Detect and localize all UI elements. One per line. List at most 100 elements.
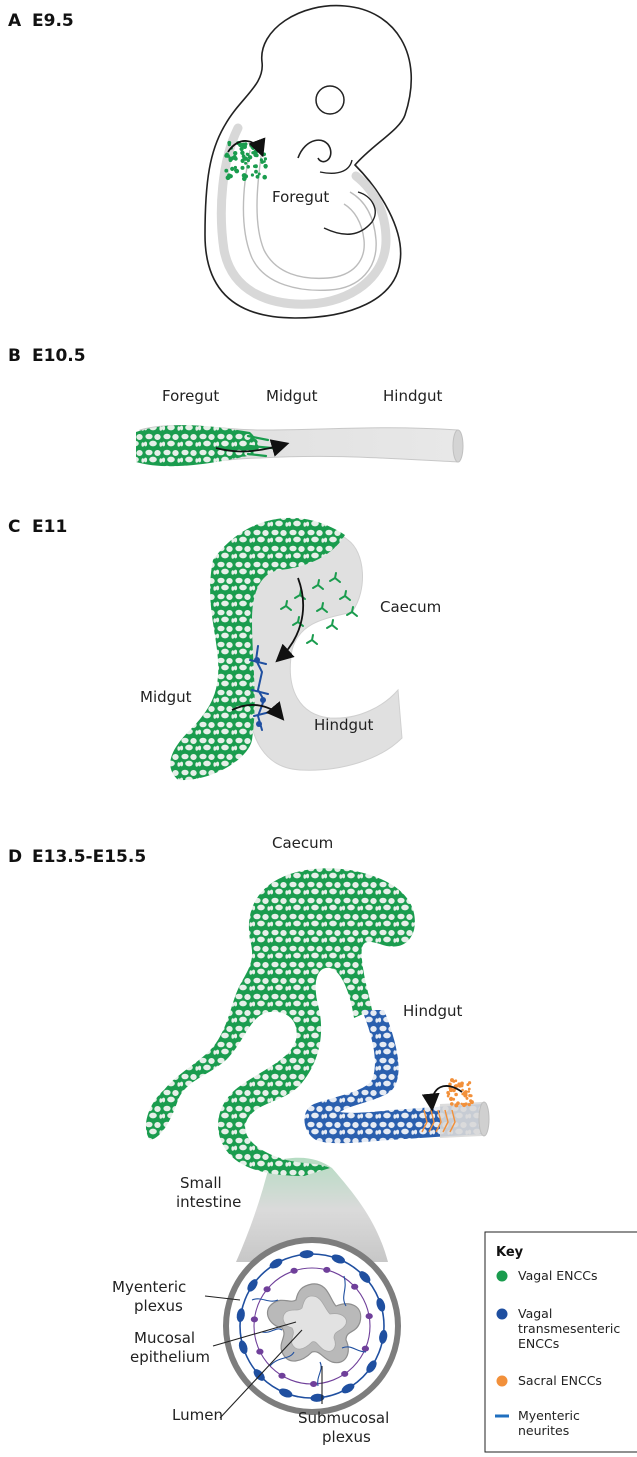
vagal-encc-dot (244, 162, 247, 165)
vagal-encc-dot (264, 157, 267, 160)
vagal-encc-cell (307, 635, 317, 644)
sacral-encc-dot (447, 1095, 450, 1098)
key-legend: Key Vagal ENCCsVagaltransmesentericENCCs… (485, 1232, 637, 1452)
vagal-encc-dot (254, 170, 258, 174)
panel-c-letter: C (8, 517, 20, 537)
panel-d: D E13.5-E15.5 Caecum Hindgut Small intes… (8, 834, 489, 1446)
key-marker-dot (497, 1376, 508, 1387)
sacral-encc-dot (470, 1100, 474, 1104)
submucosal-ganglion (341, 1371, 348, 1377)
lumen-label: Lumen (172, 1406, 223, 1424)
panel-d-caecum-label: Caecum (272, 834, 333, 852)
panel-a: A E9.5 Foregut (8, 6, 411, 318)
sacral-encc-dot (463, 1092, 466, 1095)
key-item-label: ENCCs (518, 1336, 559, 1351)
embryo-eye (316, 86, 344, 114)
panel-b: B E10.5 Foregut Midgut Hindgut (8, 346, 463, 466)
sacral-encc-dot (466, 1097, 469, 1100)
panel-c-caecum-label: Caecum (380, 598, 441, 616)
sacral-encc-dot (467, 1090, 470, 1093)
sacral-encc-dot (450, 1078, 454, 1082)
vagal-encc-dot (246, 165, 250, 169)
key-item-label: Myenteric (518, 1408, 580, 1423)
submucosal-label-1: Submucosal (298, 1409, 389, 1427)
vagal-encc-dot (252, 147, 255, 150)
vagal-encc-dot (240, 147, 244, 151)
vagal-encc-dot (253, 153, 258, 158)
submucosal-ganglion (256, 1349, 263, 1355)
submucosal-ganglion (366, 1313, 373, 1319)
vagal-encc-dot (264, 165, 267, 168)
sacral-encc-dot (450, 1102, 454, 1106)
vagal-encc-dot (233, 155, 237, 159)
myenteric-label-2: plexus (134, 1297, 183, 1315)
vagal-encc-cell (327, 620, 337, 629)
panel-c-hindgut-label: Hindgut (314, 716, 374, 734)
submucosal-ganglion (264, 1286, 271, 1292)
vagal-encc-dot (241, 159, 245, 163)
vagal-encc-dot (241, 166, 245, 170)
submucosal-label-2: plexus (322, 1428, 371, 1446)
panel-c: C E11 Caecum Midgut Hindgut (8, 517, 441, 780)
mucosal-label-1: Mucosal (134, 1329, 195, 1347)
submucosal-ganglion (310, 1381, 317, 1387)
vagal-encc-dot (246, 153, 249, 156)
panel-a-stage: E9.5 (32, 11, 74, 31)
vagal-encc-dot (235, 169, 240, 174)
key-title: Key (496, 1245, 524, 1260)
vagal-encc-mesh-b (136, 425, 259, 466)
mucosal-label-2: epithelium (130, 1348, 210, 1366)
sacral-encc-dot (446, 1091, 449, 1094)
vagal-encc-dot (228, 143, 231, 146)
small-intestine-label-2: intestine (176, 1193, 241, 1211)
sacral-encc-dot (449, 1097, 453, 1101)
key-item-label: Vagal ENCCs (518, 1268, 598, 1283)
panel-a-foregut-label: Foregut (272, 188, 329, 206)
key-item-label: transmesenteric (518, 1321, 620, 1336)
panel-a-letter: A (8, 11, 22, 31)
sacral-encc-dot (454, 1103, 458, 1107)
key-item-label: neurites (518, 1423, 569, 1438)
panel-d-letter: D (8, 847, 22, 867)
cross-section (226, 1240, 398, 1412)
vagal-encc-dot (240, 151, 244, 155)
vagal-encc-dot (226, 154, 230, 158)
small-intestine-label-1: Small (180, 1174, 222, 1192)
submucosal-ganglion (291, 1268, 298, 1274)
key-item-label: Vagal (518, 1306, 552, 1321)
vagal-encc-dot (251, 173, 254, 176)
panel-b-stage: E10.5 (32, 346, 86, 366)
panel-c-midgut-label: Midgut (140, 688, 192, 706)
sacral-encc-dot (470, 1094, 473, 1097)
sacral-encc-dot (460, 1084, 464, 1088)
sacral-encc-dot (454, 1093, 458, 1097)
vagal-encc-dot (263, 160, 266, 163)
vagal-encc-dot (229, 158, 233, 162)
submucosal-ganglion (251, 1316, 258, 1322)
vagal-encc-dot (253, 165, 256, 168)
vagal-encc-dot (224, 169, 228, 173)
vagal-encc-dot (256, 175, 260, 179)
vagal-encc-dot (230, 167, 234, 171)
panel-b-letter: B (8, 346, 21, 366)
submucosal-ganglion (351, 1284, 358, 1290)
panel-b-midgut-label: Midgut (266, 387, 318, 405)
vagal-encc-dot (262, 153, 266, 157)
key-item-label: Sacral ENCCs (518, 1373, 602, 1388)
panel-b-foregut-label: Foregut (162, 387, 219, 405)
vagal-encc-dot (249, 144, 253, 148)
panel-d-stage: E13.5-E15.5 (32, 847, 146, 867)
vagal-encc-dot (242, 173, 246, 177)
vagal-encc-dot (262, 175, 267, 180)
submucosal-ganglion (323, 1267, 330, 1273)
panel-c-stage: E11 (32, 517, 67, 537)
vagal-encc-dot (233, 151, 237, 155)
vagal-encc-dot (241, 143, 246, 148)
sacral-encc-dot (468, 1088, 471, 1091)
panel-b-hindgut-label: Hindgut (383, 387, 443, 405)
key-marker-dot (497, 1309, 508, 1320)
sacral-encc-dot (461, 1103, 463, 1105)
vagal-encc-dot (229, 174, 233, 178)
submucosal-ganglion (362, 1346, 369, 1352)
